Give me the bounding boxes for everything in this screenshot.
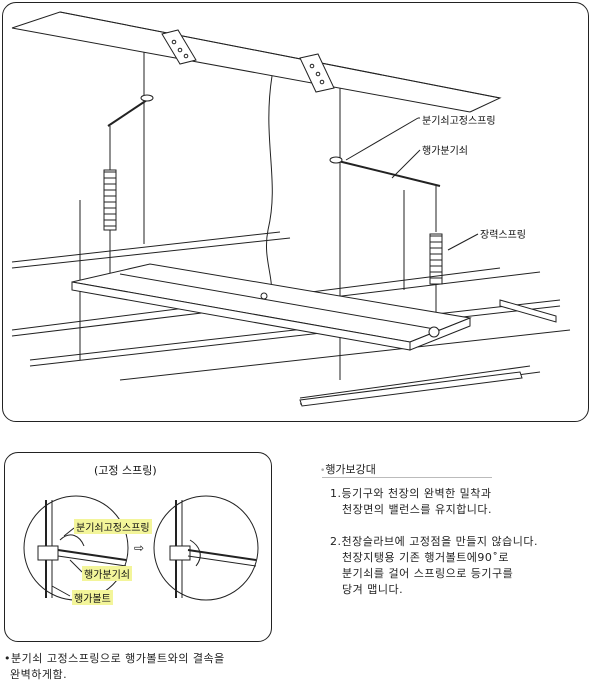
note-item2-line4: 당겨 맵니다. [342,583,404,596]
label-spring-fix: 분기쇠고정스프링 [422,116,496,127]
notes-title: •행가보강대 [320,463,376,476]
power-cable [266,75,273,301]
note-item2-line3: 분기쇠를 걸어 스프링으로 등기구를 [342,567,514,580]
footnote-line2: 완벽하게함. [10,668,68,681]
detail-arrow: ⇨ [134,541,145,555]
detail-title: (고정 스프링) [94,464,157,477]
footnote-line1: •분기쇠 고정스프링으로 행가볼트와의 결속을 [4,652,225,665]
detail-label-spring-fix: 분기쇠고정스프링 [74,519,152,534]
note-item1-line1: 1.등기구와 천장의 완벽한 밀착과 [330,487,492,500]
spring-right [430,235,442,279]
notes-title-underline [322,477,492,478]
note-item1-line2: 천장면의 밸런스를 유지합니다. [342,503,493,516]
detail-label-branch-bracket: 행가분기쇠 [82,566,132,581]
t-bar-lower [299,371,523,407]
label-branch-bracket: 행가분기쇠 [422,146,468,157]
detail-label-hanger-bolt: 행가볼트 [72,590,113,605]
label-tension-spring: 장력스프링 [480,230,526,241]
note-item2-line1: 2.천장슬라브에 고정점을 만들지 않습니다. [330,535,539,548]
note-item2-line2: 천장지탱용 기존 행거볼트에90˚로 [342,551,510,564]
detail-circle-right [153,495,259,601]
spring-left [104,171,116,227]
t-bar-right [499,299,557,323]
